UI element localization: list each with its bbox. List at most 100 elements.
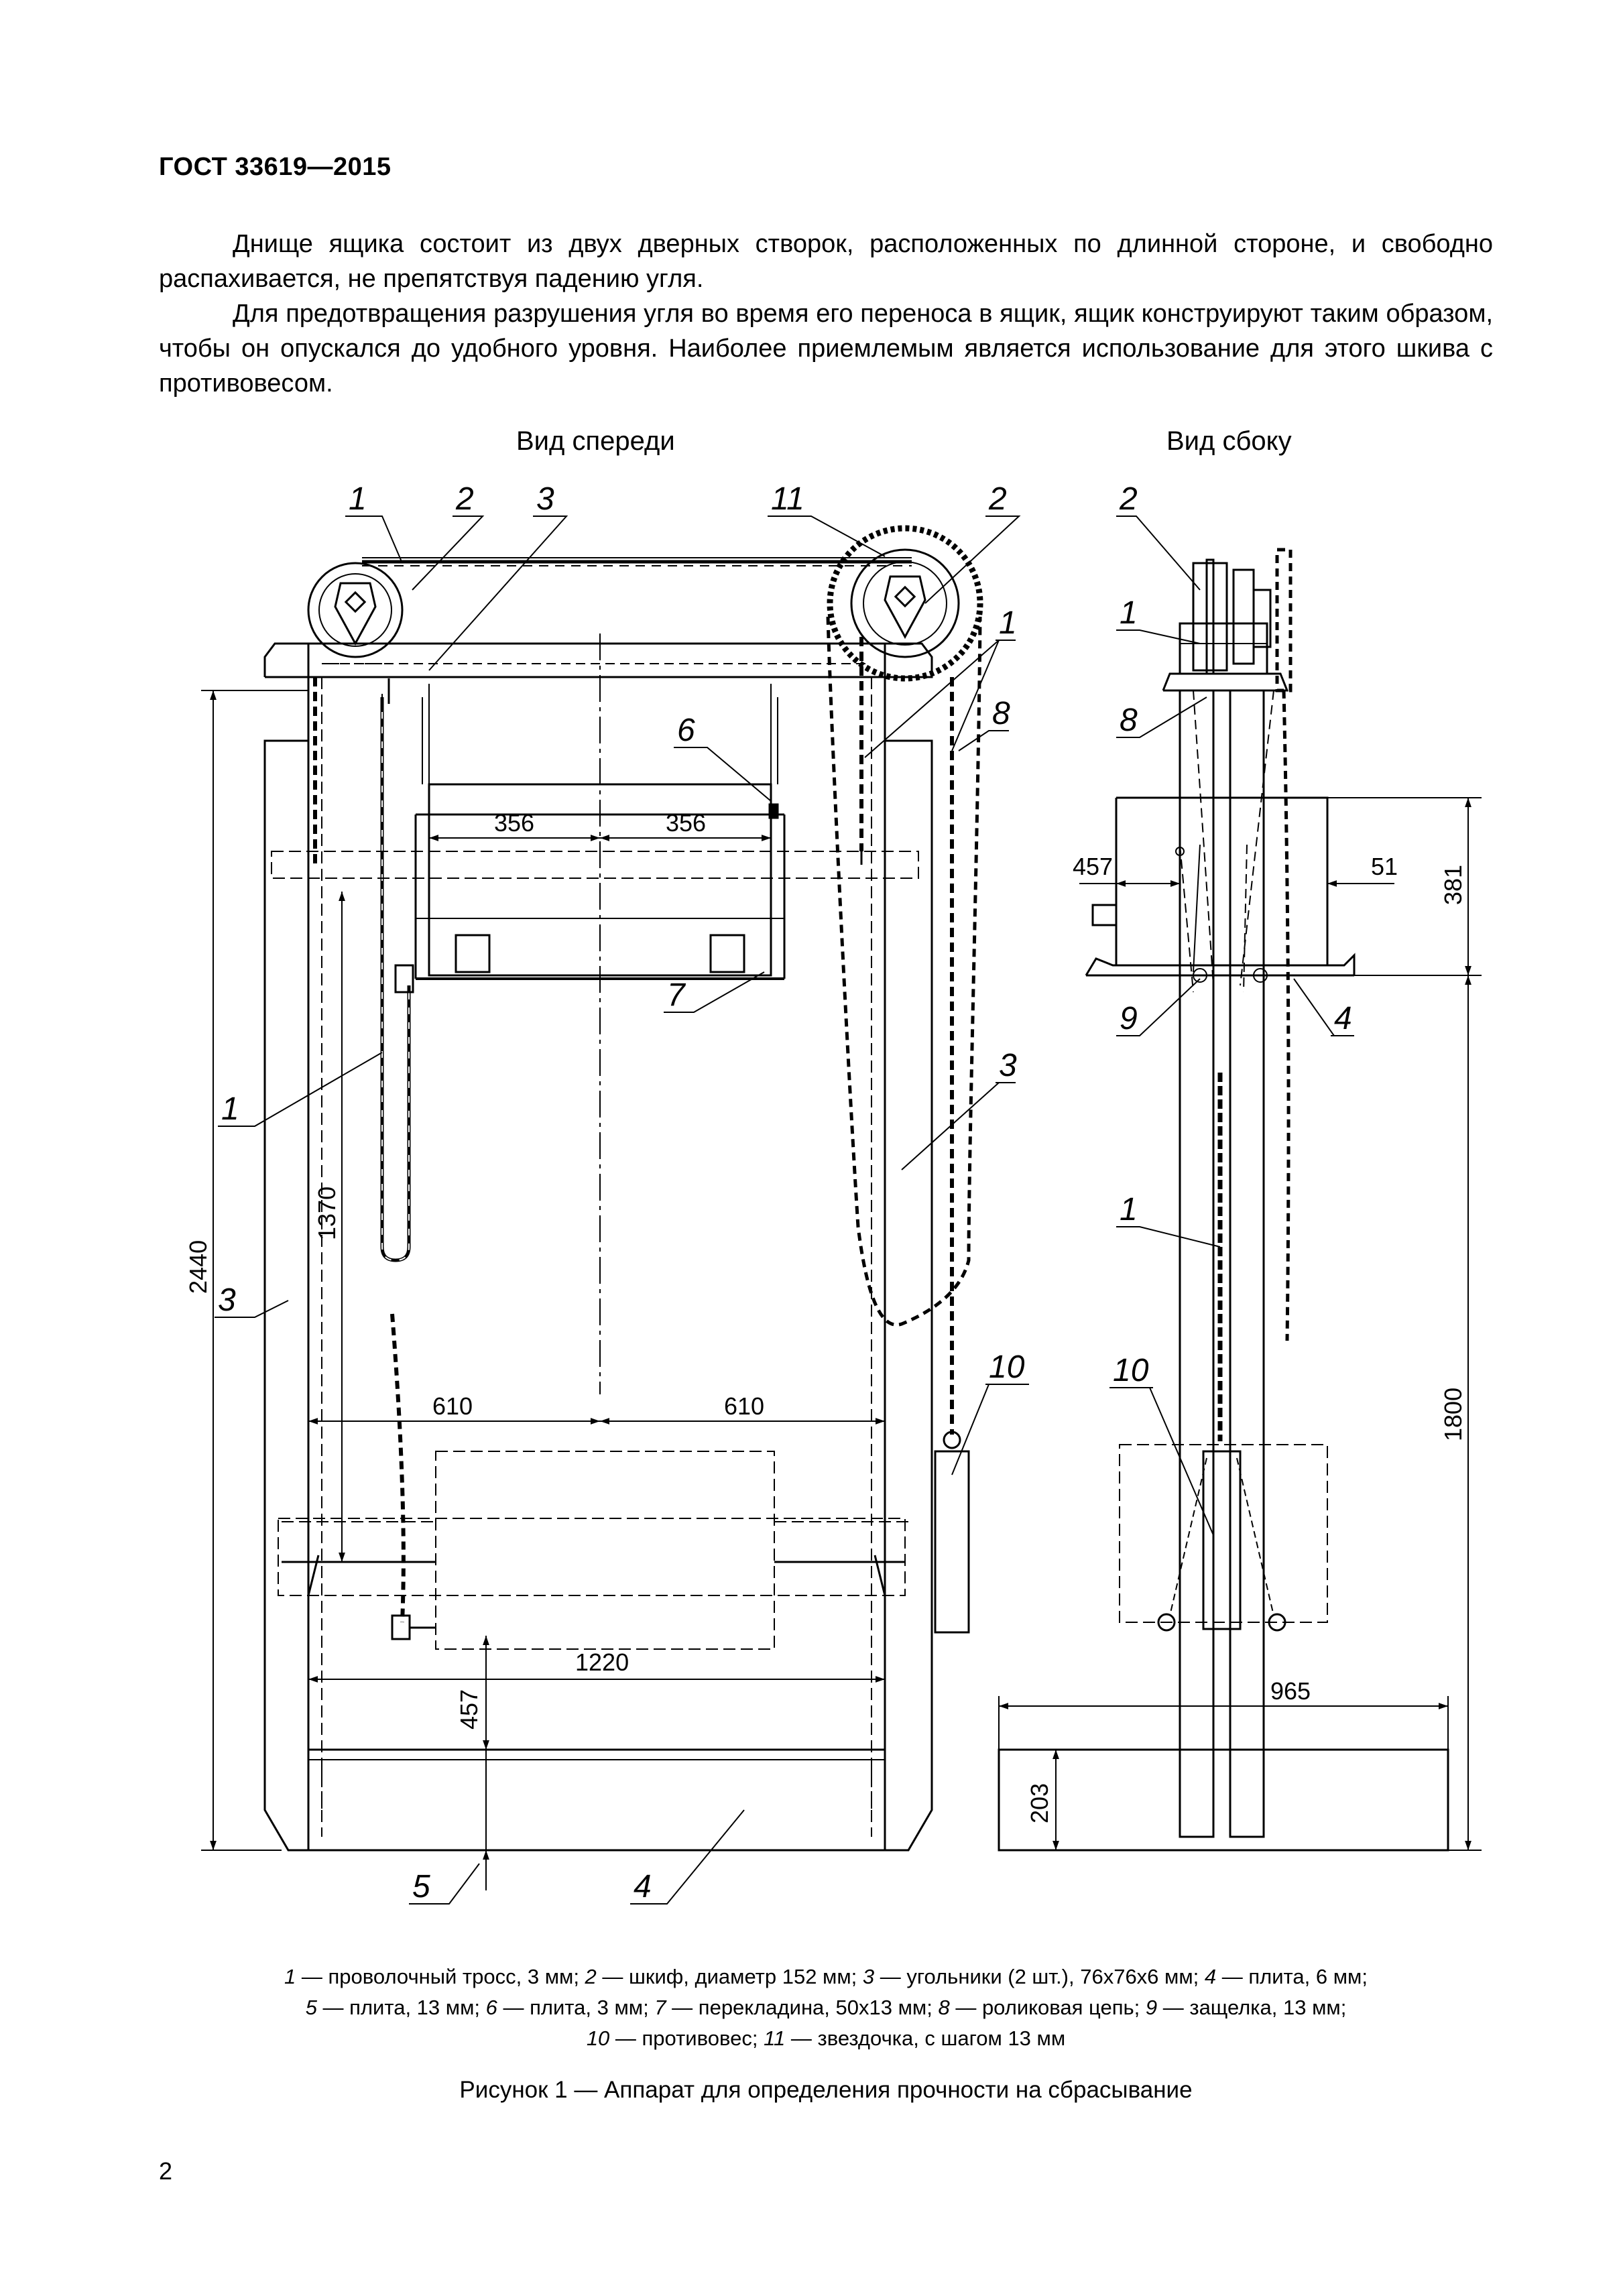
side-view [998, 516, 1482, 1852]
side-dim-51: 51 [1371, 853, 1398, 880]
side-leaders [1116, 516, 1354, 1536]
side-callout-9: 9 [1120, 1001, 1138, 1036]
side-dim-1800: 1800 [1439, 1388, 1467, 1441]
dim-356-left: 356 [494, 809, 534, 837]
right-sheave [827, 525, 983, 682]
callout-11: 11 [771, 481, 804, 517]
front-callout-underlines [215, 516, 1029, 1905]
callout-7: 7 [667, 977, 686, 1013]
figure-legend: 1 — проволочный тросс, 3 мм; 2 — шкиф, д… [159, 1961, 1493, 2054]
latch-wire [390, 1313, 436, 1640]
legend-text: — перекладина, 50x13 мм; [666, 1996, 939, 2019]
legend-num: 3 [862, 1965, 875, 1988]
left-sheave [307, 562, 404, 664]
callout-3-left: 3 [218, 1282, 236, 1318]
dim-610-left: 610 [432, 1392, 473, 1420]
legend-num: 10 [586, 2027, 610, 2050]
dim-457-front-label: 457 [455, 1689, 483, 1730]
dim-1220-label: 1220 [575, 1648, 629, 1676]
legend-text: — плита, 3 мм; [497, 1996, 655, 2019]
callout-10-front: 10 [989, 1349, 1025, 1385]
callout-3-right: 3 [999, 1048, 1017, 1083]
dim-2440-label: 2440 [184, 1240, 212, 1294]
front-leaders [231, 516, 1021, 1905]
front-view-title: Вид спереди [516, 426, 675, 456]
legend-num: 1 [284, 1965, 296, 1988]
callout-2-top-left: 2 [455, 481, 474, 517]
trapdoor [307, 1555, 886, 1596]
legend-num: 7 [654, 1996, 666, 2019]
frame-columns [263, 644, 933, 1852]
legend-text: — роликовая цепь; [949, 1996, 1146, 2019]
side-callout-2: 2 [1119, 481, 1138, 517]
document-header: ГОСТ 33619—2015 [159, 153, 392, 181]
legend-num: 8 [938, 1996, 950, 2019]
bottom-plate [307, 1748, 886, 1852]
side-chain [1282, 690, 1290, 1341]
callout-4-front: 4 [634, 1869, 652, 1905]
legend-text: — противовес; [609, 2027, 764, 2050]
legend-text: — защелка, 13 мм; [1157, 1996, 1347, 2019]
legend-num: 11 [764, 2027, 786, 2050]
top-beam [263, 642, 933, 678]
legend-num: 9 [1145, 1996, 1158, 2019]
counterweight [934, 1431, 970, 1634]
side-callout-underlines [1109, 516, 1351, 1388]
dim-610-right: 610 [724, 1392, 764, 1420]
front-callout-labels: 1 2 3 11 2 1 8 6 7 1 3 3 10 5 4 [218, 481, 1025, 1905]
page-number: 2 [159, 2157, 173, 2185]
side-top-assembly [1162, 548, 1293, 692]
side-dim-965: 965 [1270, 1677, 1311, 1705]
legend-num: 6 [485, 1996, 497, 2019]
drop-box [278, 1451, 912, 1650]
callout-8-front: 8 [992, 696, 1010, 731]
legend-num: 5 [305, 1996, 317, 2019]
side-dims [998, 797, 1482, 1851]
side-callout-1-top: 1 [1120, 595, 1138, 631]
side-dim-381: 381 [1439, 865, 1467, 905]
legend-line-1: 1 — проволочный тросс, 3 мм; 2 — шкиф, д… [159, 1961, 1493, 1992]
callout-2-top-right: 2 [988, 481, 1007, 517]
paragraph-1-text: Днище ящика состоит из двух дверных ство… [159, 230, 1493, 293]
callout-1-left: 1 [221, 1091, 239, 1127]
legend-text: — шкиф, диаметр 152 мм; [596, 1965, 863, 1988]
paragraph-2-text: Для предотвращения разрушения угля во вр… [159, 300, 1493, 398]
side-drop-box [1119, 1444, 1328, 1632]
legend-text: — звездочка, с шагом 13 мм [785, 2027, 1066, 2050]
top-wire [362, 557, 912, 566]
legend-text: — угольники (2 шт.), 76x76x6 мм; [874, 1965, 1205, 1988]
counterweight-chain [826, 616, 982, 1435]
side-view-title: Вид сбоку [1166, 426, 1292, 456]
side-callout-4: 4 [1334, 1001, 1352, 1036]
paragraph-1: Днище ящика состоит из двух дверных ство… [159, 227, 1493, 296]
callout-1-top-left: 1 [349, 481, 367, 517]
side-wire [1193, 690, 1274, 1441]
legend-text: — плита, 6 мм; [1216, 1965, 1368, 1988]
paragraph-2: Для предотвращения разрушения угля во вр… [159, 296, 1493, 401]
side-base [998, 1748, 1449, 1852]
callout-6: 6 [677, 713, 695, 748]
left-wire-rope [380, 678, 414, 1262]
dim-1370-label: 1370 [313, 1187, 341, 1240]
inner-chains [313, 637, 863, 865]
side-callout-labels: 2 1 8 9 4 1 10 [1113, 481, 1352, 1388]
side-dim-457: 457 [1073, 853, 1113, 880]
callout-3-top: 3 [536, 481, 554, 517]
legend-num: 4 [1204, 1965, 1217, 1988]
dim-356-right: 356 [666, 809, 706, 837]
side-dim-203: 203 [1026, 1783, 1053, 1823]
front-view [201, 516, 1021, 1905]
legend-line-3: 10 — противовес; 11 — звездочка, с шагом… [159, 2023, 1493, 2054]
legend-num: 2 [585, 1965, 597, 1988]
legend-text: — проволочный тросс, 3 мм; [296, 1965, 585, 1988]
callout-5: 5 [412, 1869, 430, 1905]
side-callout-10: 10 [1113, 1353, 1149, 1388]
figure-title: Рисунок 1 — Аппарат для определения проч… [459, 2077, 1193, 2103]
side-dimension-labels: 457 51 381 1800 965 203 [1026, 853, 1467, 1823]
side-box [1085, 796, 1356, 993]
guide-beam [271, 851, 919, 879]
front-dimension-labels: 356 356 2440 1370 610 610 1220 457 [184, 809, 764, 1730]
callout-1-right: 1 [999, 605, 1017, 641]
dim-2440 [201, 690, 308, 1851]
